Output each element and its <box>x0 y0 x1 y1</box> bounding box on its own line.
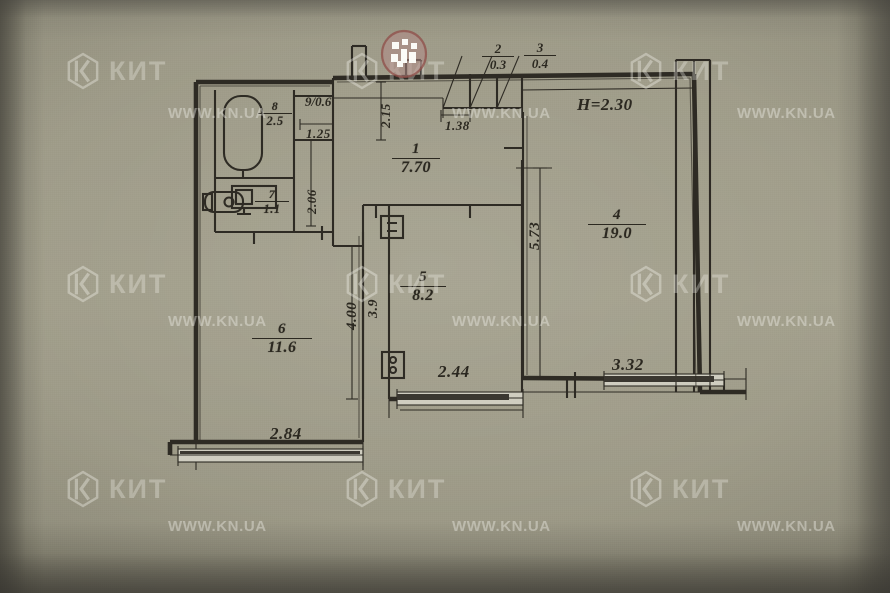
room-area: 0.4 <box>531 56 549 71</box>
room-area: 19.0 <box>602 225 632 243</box>
room-label-2: 2 0.3 <box>482 42 514 71</box>
room-number: 9 <box>305 94 312 109</box>
room-number: 8 <box>271 99 279 113</box>
room-number: 1 <box>412 141 420 157</box>
room-label-1: 1 7.70 <box>392 141 440 177</box>
fraction-bar <box>524 55 556 56</box>
dimension-2-15: 2.15 <box>378 103 393 128</box>
dimension-3-9: 3.9 <box>366 299 381 318</box>
dimension-2-44: 2.44 <box>438 362 470 381</box>
room-number: 7 <box>268 187 276 201</box>
fraction-bar <box>400 286 446 288</box>
dimension-2-84: 2.84 <box>270 424 302 443</box>
dimension-3-32: 3.32 <box>612 355 644 374</box>
room-number: 4 <box>613 207 621 223</box>
room-label-4: 4 19.0 <box>588 207 646 243</box>
dimension-1-38: 1.38 <box>445 118 470 133</box>
room-area: 2.5 <box>266 114 284 129</box>
fraction-bar <box>588 224 646 226</box>
room-label-3: 3 0.4 <box>524 41 556 70</box>
dimension-2-06: 2.06 <box>304 189 319 214</box>
room-label-9: 9/0.6 <box>305 94 332 109</box>
room-area: 0.6 <box>315 94 332 109</box>
room-area: 1.1 <box>263 202 281 217</box>
dimension-5-73: 5.73 <box>527 221 543 250</box>
room-number: 5 <box>419 269 427 285</box>
scan-edge-blur-right <box>856 0 890 593</box>
fraction-bar <box>255 201 289 203</box>
dimension-4-00: 4.00 <box>344 301 360 330</box>
scan-edge-blur-bottom <box>0 553 890 593</box>
room-number: 6 <box>278 321 286 337</box>
fraction-bar <box>392 158 440 160</box>
room-label-7: 7 1.1 <box>255 188 289 216</box>
room-label-5: 5 8.2 <box>400 269 446 305</box>
room-label-6: 6 11.6 <box>252 321 312 357</box>
dimension-1-25: 1.25 <box>306 126 331 141</box>
scan-edge-blur-left <box>0 0 26 593</box>
room-area: 8.2 <box>412 287 434 305</box>
room-number: 3 <box>536 40 544 55</box>
dimension-ceiling-height: H=2.30 <box>577 95 633 114</box>
fraction-bar <box>252 338 312 340</box>
room-area: 11.6 <box>267 339 297 357</box>
fraction-bar <box>482 56 514 57</box>
scan-edge-blur-top <box>0 0 890 18</box>
room-area: 0.3 <box>489 57 507 72</box>
room-area: 7.70 <box>401 159 431 177</box>
room-label-8: 8 2.5 <box>258 100 292 128</box>
room-number: 2 <box>494 41 502 56</box>
fraction-bar <box>258 113 292 115</box>
